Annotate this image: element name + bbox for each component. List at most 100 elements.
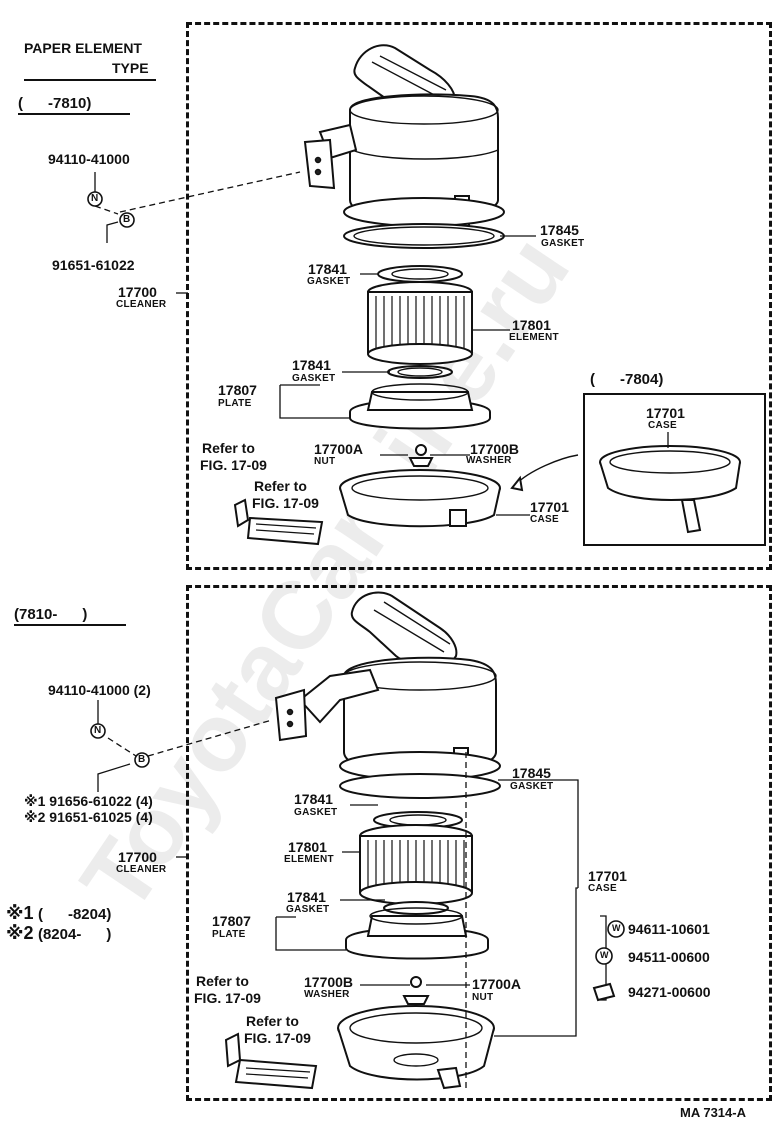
bottom-bolt-id: 94110-41000 (2) (48, 682, 151, 698)
hw1-part: 94611-10601 (628, 921, 710, 937)
bottom-case-name: CASE (588, 883, 617, 894)
top-range-underline (18, 113, 130, 115)
nut-washer-bottom (402, 976, 430, 1005)
top-washer-id: 91651-61022 (52, 257, 135, 273)
fastener-markers-bottom (90, 723, 150, 768)
title-line-2: TYPE (112, 60, 149, 76)
bottom-section-frame (186, 585, 772, 1101)
leader-lines-bottom (97, 700, 607, 1090)
top-gasket-upper-name: GASKET (541, 238, 585, 249)
hw3-part: 94271-00600 (628, 984, 711, 1000)
figure-code: MA 7314-A (680, 1105, 746, 1120)
bottom-washer-2: ※2 91651-61025 (4) (24, 809, 153, 825)
top-section-frame (186, 22, 772, 570)
top-bolt-letter: B (123, 214, 131, 225)
air-cleaner-cap-top (303, 44, 505, 227)
note-2-mark: ※2 (6, 923, 34, 943)
top-case-num: 17701 (530, 499, 569, 515)
top-gasket-upper-num: 17845 (540, 222, 579, 238)
top-range: ( -7810) (18, 95, 92, 112)
bottom-refer1-line2: FIG. 17-09 (194, 990, 261, 1006)
top-case-name: CASE (530, 514, 559, 525)
bottom-case-num: 17701 (588, 868, 627, 884)
bottom-nut-num: 17700A (472, 976, 522, 992)
note-1-mark: ※1 (6, 903, 34, 923)
hardware-icons (592, 920, 625, 1002)
bottom-gasket-a-name: GASKET (294, 807, 338, 818)
plate-17807-bottom (345, 907, 489, 960)
bottom-bolt-letter: B (138, 754, 146, 765)
top-bolt-id: 94110-41000 (48, 151, 130, 167)
top-element-num: 17801 (512, 317, 551, 333)
top-gasket-a-num: 17841 (308, 261, 347, 277)
bottom-gasket-a-num: 17841 (294, 791, 333, 807)
bottom-cleaner-num: 17700 (118, 849, 157, 865)
element-17801-top (367, 281, 473, 365)
bottom-gasket-b-num: 17841 (287, 889, 326, 905)
top-refer2-line1: Refer to (254, 478, 307, 494)
inset-case-name: CASE (648, 420, 677, 431)
top-nut-letter: N (91, 193, 99, 204)
gasket-17845-top (343, 223, 505, 249)
element-17801-bottom (359, 824, 473, 905)
bottom-gasket-upper-num: 17845 (512, 765, 551, 781)
gasket-17845-bottom (339, 773, 501, 799)
case-17701-bottom (337, 1005, 495, 1090)
bottom-washer-1: ※1 91656-61022 (4) (24, 793, 153, 809)
top-gasket-b-num: 17841 (292, 357, 331, 373)
top-cleaner-num: 17700 (118, 284, 157, 300)
gasket-17841-b-top (387, 365, 453, 379)
top-washer-name: WASHER (466, 455, 512, 466)
top-refer1-line2: FIG. 17-09 (200, 457, 267, 473)
gasket-17841-a-top (377, 265, 463, 283)
bottom-range: (7810- ) (14, 606, 88, 623)
case-17701-top (339, 469, 501, 528)
bottom-refer2-line1: Refer to (246, 1013, 299, 1029)
hw2-letter: W (600, 950, 609, 960)
top-nut-num: 17700A (314, 441, 364, 457)
top-plate-num: 17807 (218, 382, 257, 398)
top-gasket-b-name: GASKET (292, 373, 336, 384)
bottom-refer1-line1: Refer to (196, 973, 249, 989)
bottom-gasket-b-name: GASKET (286, 904, 330, 915)
fastener-markers-top (87, 191, 135, 228)
bottom-gasket-upper-name: GASKET (510, 781, 554, 792)
bottom-washer-name: WASHER (304, 989, 350, 1000)
bottom-element-num: 17801 (288, 839, 327, 855)
bottom-range-underline (14, 624, 126, 626)
bottom-refer2-line2: FIG. 17-09 (244, 1030, 311, 1046)
top-cleaner-name: CLEANER (116, 299, 167, 310)
title-line-1: PAPER ELEMENT (24, 40, 142, 56)
top-refer1-line1: Refer to (202, 440, 255, 456)
air-cleaner-cap-bottom (274, 591, 501, 781)
bottom-washer-num: 17700B (304, 974, 354, 990)
inset-case-drawing (599, 445, 741, 534)
top-gasket-a-name: GASKET (307, 276, 351, 287)
top-washer-num: 17700B (470, 441, 520, 457)
bottom-cleaner-name: CLEANER (116, 864, 167, 875)
bottom-nut-letter: N (94, 725, 102, 736)
note-1: ※1 ( -8204) (6, 904, 111, 924)
top-refer2-line2: FIG. 17-09 (252, 495, 319, 511)
plate-17807-top (349, 383, 491, 430)
bottom-nut-name: NUT (472, 992, 494, 1003)
bottom-element-name: ELEMENT (284, 854, 334, 865)
note-1-range: ( -8204) (37, 906, 112, 923)
note-2-range: (8204- ) (37, 926, 112, 943)
top-element-name: ELEMENT (509, 332, 559, 343)
nut-washer-top (408, 444, 434, 467)
bottom-plate-num: 17807 (212, 913, 251, 929)
top-plate-name: PLATE (218, 398, 252, 409)
inset-case-num: 17701 (646, 405, 685, 421)
inset-frame (583, 393, 766, 546)
note-2: ※2 (8204- ) (6, 924, 111, 944)
hw1-letter: W (612, 923, 621, 933)
hw2-part: 94511-00600 (628, 949, 710, 965)
bottom-plate-name: PLATE (212, 929, 246, 940)
top-nut-name: NUT (314, 456, 336, 467)
refer-strip-bottom (224, 1032, 318, 1090)
title-underline (24, 79, 156, 81)
inset-range: ( -7804) (590, 371, 664, 388)
refer-strip-top (233, 498, 324, 546)
